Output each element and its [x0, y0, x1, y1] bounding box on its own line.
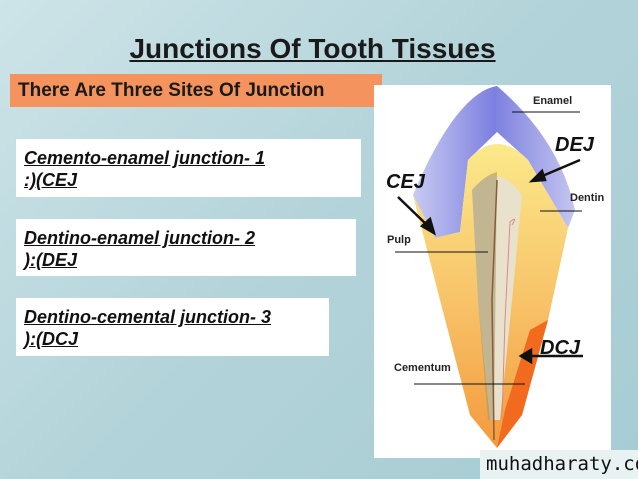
item-line: Dentino-enamel junction- 2 [24, 228, 256, 248]
label-pulp: Pulp [387, 234, 411, 246]
item-abbrev: :)(CEJ [24, 170, 77, 190]
label-cementum: Cementum [394, 362, 451, 374]
label-dentin: Dentin [570, 192, 605, 204]
item-abbrev: ):(DCJ [24, 329, 78, 349]
item-abbrev: ):(DEJ [24, 250, 77, 270]
label-dej: DEJ [555, 134, 594, 156]
vessel-line [501, 218, 516, 421]
junction-item-cej: Cemento-enamel junction- 1 :)(CEJ [16, 139, 361, 197]
junction-item-dcj: Dentino-cemental junction- 3 ):(DCJ [16, 298, 329, 356]
enamel-shape [413, 86, 575, 238]
junction-item-dej: Dentino-enamel junction- 2 ):(DEJ [16, 219, 356, 276]
item-line: Cemento-enamel junction- 1 [24, 148, 266, 168]
nerve-line [491, 179, 498, 441]
slide-title: Junctions Of Tooth Tissues [129, 33, 496, 64]
label-cej: CEJ [386, 171, 425, 193]
subtitle-banner: There Are Three Sites Of Junction [10, 74, 382, 107]
watermark: muhadharaty.com [480, 450, 638, 479]
arrows [397, 158, 583, 365]
pulp-shadow [472, 172, 497, 420]
label-enamel: Enamel [533, 95, 573, 107]
leader-lines [395, 111, 582, 385]
item-line: Dentino-cemental junction- 3 [24, 307, 272, 327]
label-dcj: DCJ [540, 337, 581, 359]
